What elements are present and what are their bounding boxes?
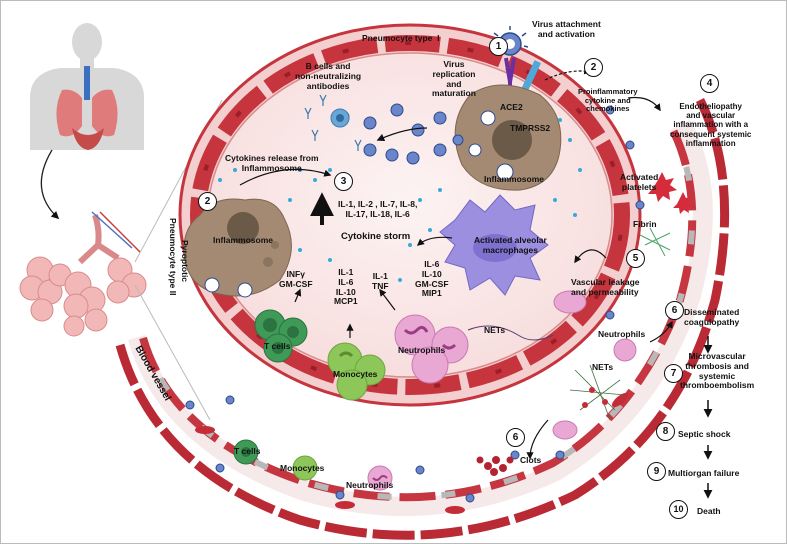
step-7-badge: 7 — [664, 364, 683, 383]
proinflammatory-label: Proinflammatory cytokine and chemokines — [578, 87, 638, 114]
thrombosis-label: Microvascular thrombosis and systemic th… — [680, 351, 755, 391]
tmprss2-label: TMPRSS2 — [510, 123, 551, 133]
vessel-monocyte — [292, 455, 318, 481]
to-clots-arrow — [526, 419, 549, 460]
vessel-monocytes-label: Monocytes — [280, 463, 325, 473]
step-6-clots-badge: 6 — [506, 428, 525, 447]
nets-label: NETs — [484, 325, 506, 335]
pneumocyte-type-1-label: Pneumocyte type I — [362, 33, 440, 43]
inflammosome-left-label: Inflammosome — [213, 235, 273, 245]
tmprss2-protease-icon — [521, 60, 541, 91]
virus-attachment-label: Virus attachment and activation — [532, 19, 601, 39]
virus-replication-label: Virus replication and maturation — [432, 59, 476, 99]
step-9-badge: 9 — [647, 462, 666, 481]
monocytes-label: Monocytes — [333, 369, 378, 379]
leakage-arrow — [574, 249, 607, 264]
step-2-top-badge: 2 — [584, 58, 603, 77]
to-endotheliopathy-arrow — [627, 96, 661, 112]
vessel-wall — [115, 97, 730, 540]
pyroptotic-label: Pyroptotic — [180, 240, 190, 283]
vessel-wall-neutrophil — [613, 338, 637, 362]
vessel-t-cell — [233, 439, 259, 465]
endotheliopathy-label: Endotheliopathy and vascular inflammatio… — [670, 102, 752, 148]
neutrophils-cluster — [394, 314, 554, 384]
activated-platelets-label: Activated platelets — [620, 172, 659, 192]
infected-pneumocyte-cell — [454, 84, 562, 191]
step-2-left-badge: 2 — [198, 192, 217, 211]
vessel-t-cells-label: T cells — [234, 446, 261, 456]
step-4-badge: 4 — [700, 74, 719, 93]
b-cells-label: B cells and non-neutralizing antibodies — [295, 61, 362, 91]
cytokine-release-arrow — [239, 168, 332, 186]
red-blood-cells — [195, 392, 629, 514]
vessel-neutrophil — [367, 465, 393, 491]
fibrin-label: Fibrin — [633, 219, 657, 229]
zoom-line-bottom — [134, 284, 211, 421]
clots-label: Clots — [520, 455, 542, 465]
neutrophils-right-label: Neutrophils — [598, 329, 646, 339]
t-cells-cluster — [254, 309, 308, 363]
neutrophil-cytokines-label: IL-1 TNF — [372, 271, 389, 291]
step-5-badge: 5 — [626, 249, 645, 268]
step-8-badge: 8 — [656, 422, 675, 441]
vascular-leakage-label: Vascular leakage and permeability — [571, 277, 640, 297]
step-1-badge: 1 — [489, 37, 508, 56]
multiorgan-label: Multiorgan failure — [668, 468, 740, 478]
macrophage-arrow — [416, 236, 453, 246]
activated-platelets-icon — [648, 172, 694, 214]
monocytes-cluster — [327, 342, 386, 401]
pneumocyte-type-2-label: Pneumocyte type II — [168, 218, 178, 296]
step-3-badge: 3 — [334, 172, 353, 191]
to-dic-arrow — [649, 320, 673, 343]
pneumocyte-nuclei — [196, 41, 624, 389]
b-cell-icon — [330, 108, 350, 128]
vessel-neutrophils-label: Neutrophils — [346, 480, 394, 490]
dic-label: Disseminated coagulopathy — [684, 307, 740, 327]
fibrin-strands — [639, 227, 671, 257]
macrophage-cytokines-label: IL-6 IL-10 GM-CSF MIP1 — [415, 259, 449, 299]
clot-neutrophil — [552, 420, 578, 440]
neutrophils-label: Neutrophils — [398, 345, 446, 355]
t-cells-label: T cells — [264, 341, 291, 351]
septic-shock-label: Septic shock — [678, 429, 731, 439]
body-to-lung-arrow — [40, 149, 60, 220]
vessel-virions — [185, 105, 645, 503]
tcell-arrow — [294, 288, 302, 303]
step-6-right-badge: 6 — [665, 301, 684, 320]
inflammosome-pyroptotic-cell — [183, 198, 292, 298]
leaking-neutrophil — [553, 290, 587, 314]
nets-right-label: NETs — [592, 362, 614, 372]
tcell-cytokines-label: INFγ GM-CSF — [279, 269, 313, 289]
virus-release-arrow — [376, 127, 428, 142]
cytokine-storm-label: Cytokine storm — [341, 231, 411, 242]
ace2-label: ACE2 — [500, 102, 523, 112]
clots-icon — [476, 456, 514, 476]
inflammosome-top-label: Inflammosome — [484, 174, 544, 184]
nets-platelets — [582, 387, 608, 408]
cytokines-release-label: Cytokines release from Inflammosome — [225, 153, 319, 173]
alveolar-macrophage-cell — [439, 194, 549, 296]
step-10-badge: 10 — [669, 500, 688, 519]
death-label: Death — [697, 506, 721, 516]
monocyte-cytokines-label: IL-1 IL-6 IL-10 MCP1 — [334, 267, 358, 307]
cytokine-list-label: IL-1, IL-2 , IL-7, IL-8, IL-17, IL-18, I… — [338, 199, 418, 219]
activated-macrophages-label: Activated alveolar macrophages — [474, 235, 547, 255]
human-body-icon — [30, 23, 144, 150]
neutrophil-arrow — [379, 288, 396, 311]
antibodies-icon — [304, 94, 362, 151]
alveoli-cluster-icon — [19, 211, 147, 337]
